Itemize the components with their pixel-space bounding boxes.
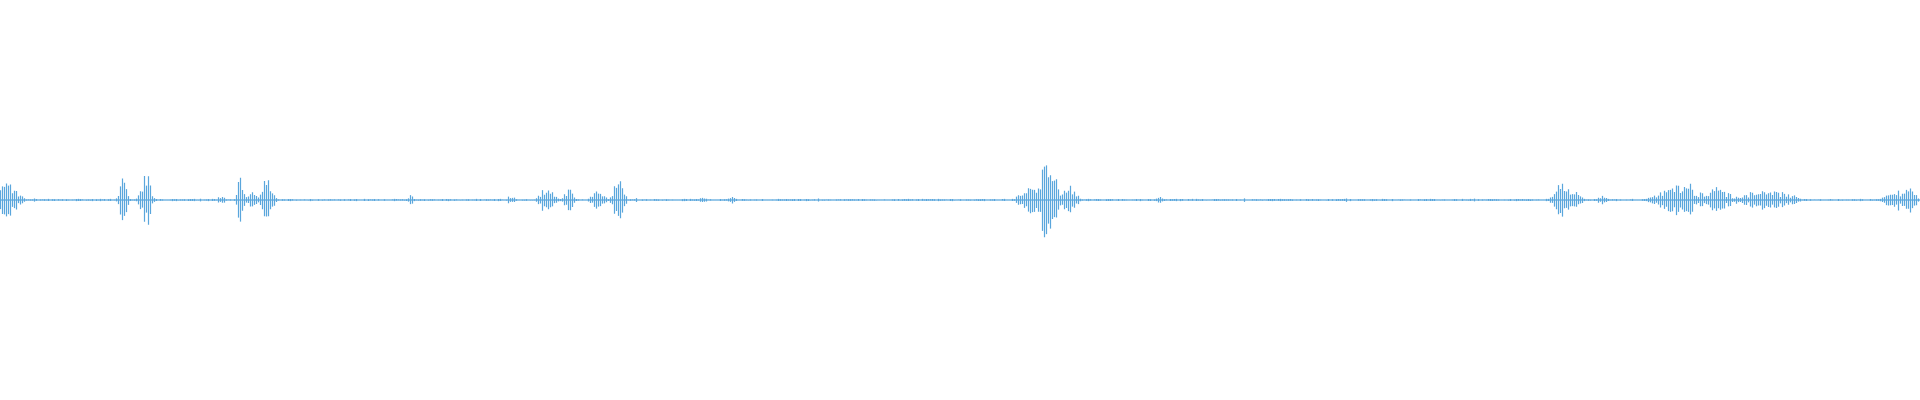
waveform-sample-path [0, 165, 1920, 238]
waveform-samples [0, 165, 1920, 238]
